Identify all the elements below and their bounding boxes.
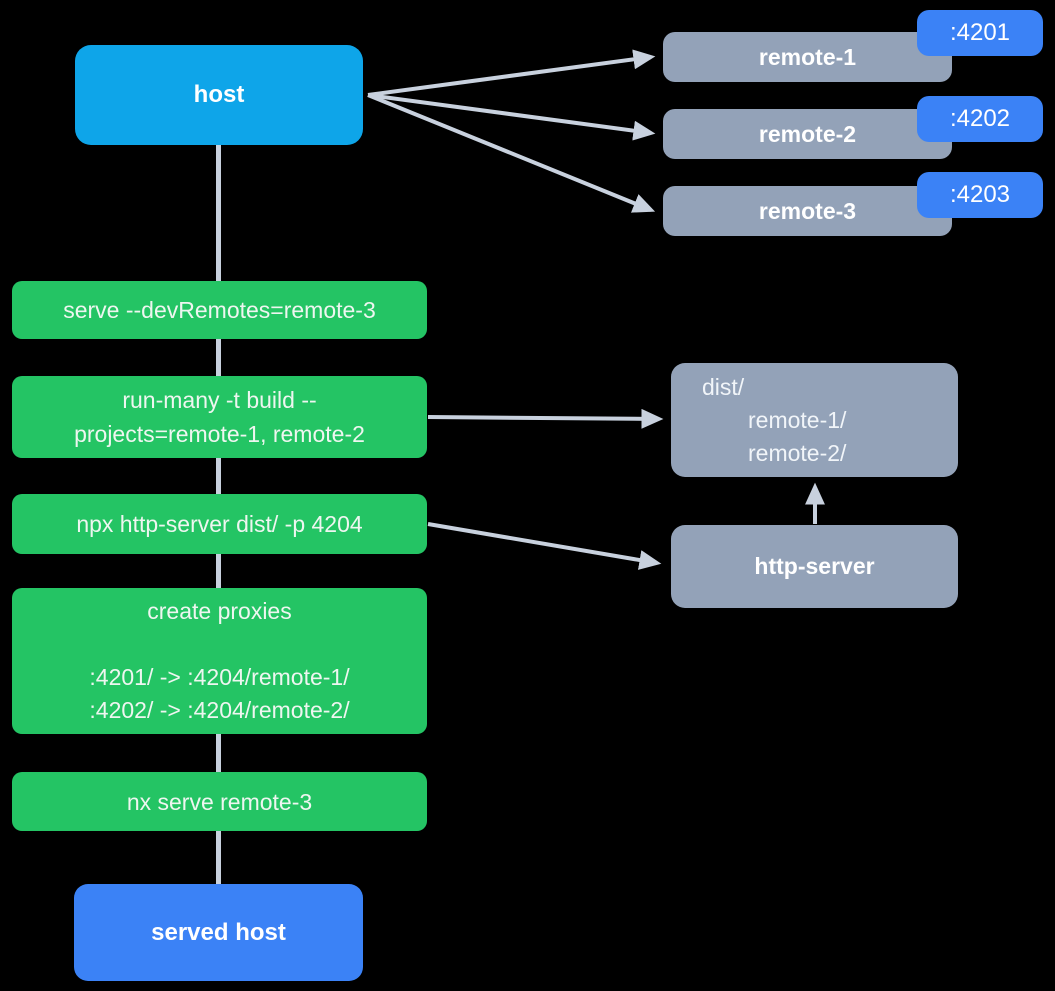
- http-server-node: http-server: [671, 525, 958, 608]
- port-badge-4201: :4201: [917, 10, 1043, 56]
- step-npx-http-server-text: npx http-server dist/ -p 4204: [76, 511, 363, 537]
- arrow-npx-to-httpserver: [427, 522, 662, 570]
- arrow-host-to-remote-3: [367, 93, 656, 213]
- step-npx-http-server: npx http-server dist/ -p 4204: [12, 494, 427, 554]
- http-server-label: http-server: [754, 553, 875, 579]
- served-host-node: served host: [74, 884, 363, 981]
- remote-1-node: remote-1: [663, 32, 952, 82]
- dist-root-label: dist/: [702, 373, 745, 400]
- remote-3-label: remote-3: [758, 197, 857, 224]
- step-run-many-line-2: projects=remote-1, remote-2: [74, 421, 365, 447]
- step-create-proxies: create proxies :4201/ -> :4204/remote-1/…: [12, 588, 427, 734]
- remote-3-node: remote-3: [663, 186, 952, 236]
- step-proxy-rule-2: :4202/ -> :4204/remote-2/: [89, 697, 350, 723]
- step-proxy-rule-1: :4201/ -> :4204/remote-1/: [89, 664, 350, 690]
- step-nx-serve-remote-3: nx serve remote-3: [12, 772, 427, 831]
- remote-2-node: remote-2: [663, 109, 952, 159]
- step-run-many-line-1: run-many -t build --: [122, 387, 317, 413]
- served-host-label: served host: [151, 918, 286, 946]
- step-run-many-build: run-many -t build -- projects=remote-1, …: [12, 376, 427, 458]
- step-serve-devremotes: serve --devRemotes=remote-3: [12, 281, 427, 339]
- arrow-host-to-remote-2: [367, 93, 656, 141]
- arrow-host-to-remote-1: [367, 49, 656, 97]
- step-create-proxies-title: create proxies: [147, 598, 292, 624]
- remote-1-label: remote-1: [758, 43, 857, 70]
- port-4202-label: :4202: [949, 105, 1011, 132]
- step-nx-serve-remote-3-text: nx serve remote-3: [126, 788, 313, 815]
- dist-remote-1-label: remote-1/: [748, 406, 847, 433]
- port-4203-label: :4203: [949, 181, 1011, 208]
- port-badge-4203: :4203: [917, 172, 1043, 218]
- port-badge-4202: :4202: [917, 96, 1043, 142]
- step-serve-devremotes-text: serve --devRemotes=remote-3: [63, 297, 376, 323]
- dist-output-node: dist/ remote-1/ remote-2/: [671, 363, 958, 477]
- arrow-build-to-dist: [427, 408, 664, 429]
- host-node: host: [75, 45, 363, 145]
- host-label: host: [193, 81, 245, 108]
- dist-remote-2-label: remote-2/: [748, 439, 847, 466]
- remote-2-label: remote-2: [758, 120, 857, 147]
- port-4201-label: :4201: [949, 19, 1011, 46]
